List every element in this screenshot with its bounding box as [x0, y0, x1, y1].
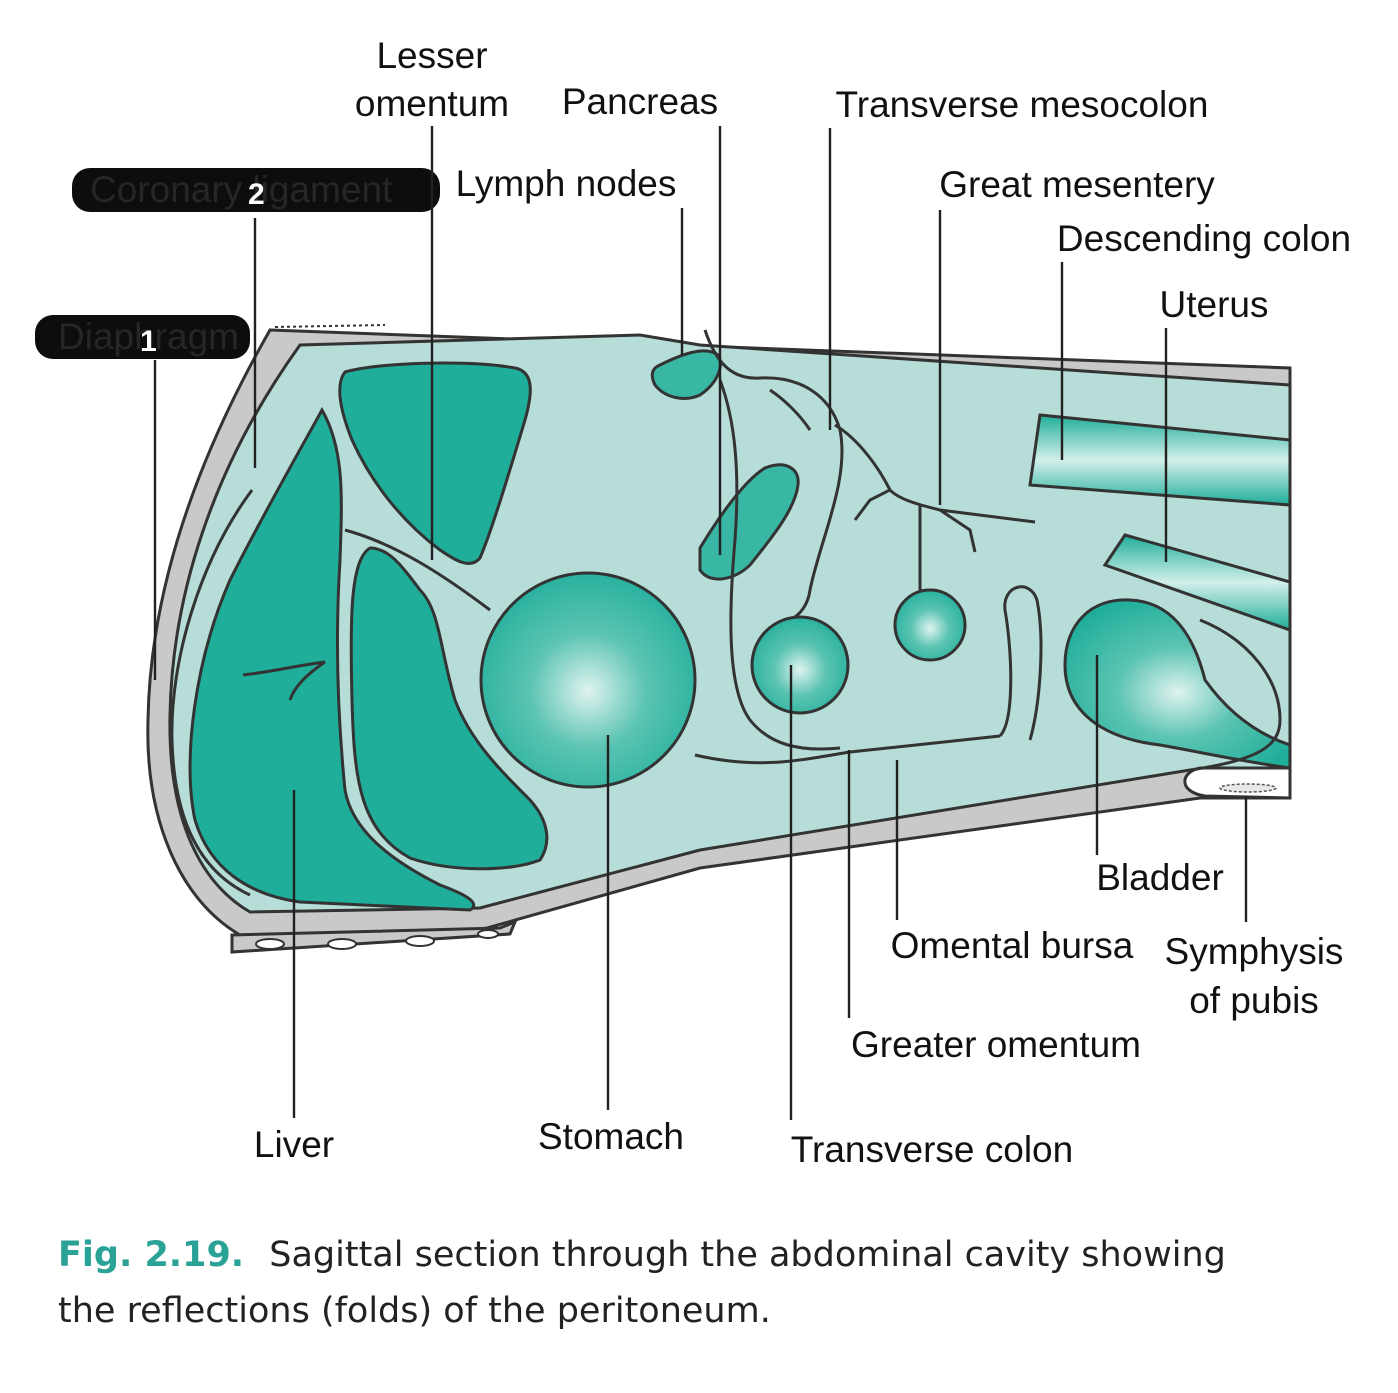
label-transverse-colon: Transverse colon	[791, 1129, 1073, 1170]
label-greater-omentum: Greater omentum	[851, 1024, 1141, 1065]
caption-figure-number: Fig. 2.19.	[58, 1235, 244, 1275]
label-symphysis-1: Symphysis	[1165, 931, 1344, 972]
transverse-colon-shape	[750, 615, 850, 715]
label-lymph-nodes: Lymph nodes	[456, 163, 677, 204]
label-pancreas: Pancreas	[562, 81, 718, 122]
caption-line-2: the reflections (folds) of the peritoneu…	[58, 1291, 771, 1331]
vessel-oval	[405, 935, 435, 947]
diaphragm-label-hidden: Diaphragm	[58, 316, 239, 357]
coronary-mark: 2	[248, 178, 265, 211]
bladder-shape	[1063, 598, 1292, 770]
small-intestine-shape	[893, 588, 967, 662]
anterior-wall-strip	[230, 919, 518, 954]
liver-lobe-2	[349, 546, 549, 871]
greater-omentum-fold	[718, 379, 841, 751]
diaphragm-fold	[170, 489, 254, 897]
coronary-label-hidden: Coronary ligament	[90, 169, 393, 210]
label-stomach: Stomach	[538, 1116, 684, 1157]
liver-shape	[188, 406, 476, 912]
label-omental-bursa: Omental bursa	[891, 925, 1134, 966]
vessel-oval	[255, 938, 285, 950]
vessel-oval	[477, 929, 499, 939]
diaphragm-mark: 1	[140, 325, 157, 358]
lymph-node-shape	[650, 349, 722, 400]
uterus-shape	[1102, 533, 1292, 633]
pubis-marrow	[1219, 783, 1277, 793]
upper-organ	[338, 361, 532, 565]
label-bladder: Bladder	[1096, 857, 1224, 898]
label-descending-colon: Descending colon	[1057, 218, 1351, 259]
label-great-mesentery: Great mesentery	[939, 164, 1215, 205]
descending-colon-shape	[1028, 413, 1292, 507]
vessel-oval	[327, 938, 357, 950]
mesocolon-fold	[703, 329, 1036, 622]
bladder-fold	[1189, 618, 1282, 772]
label-transverse-mesocolon: Transverse mesocolon	[836, 84, 1209, 125]
omental-bursa-fold	[998, 585, 1043, 741]
caption-text-1: Sagittal section through the abdominal c…	[269, 1235, 1226, 1275]
label-lesser-omentum-1: Lesser	[376, 35, 487, 76]
pubis-bone	[1183, 766, 1292, 800]
diaphragm-redaction	[35, 315, 250, 359]
label-lesser-omentum-2: omentum	[355, 83, 509, 124]
caption-line-1: Fig. 2.19. Sagittal section through the …	[58, 1235, 1226, 1275]
label-symphysis-2: of pubis	[1189, 980, 1319, 1021]
label-uterus: Uterus	[1160, 284, 1269, 325]
diaphragm-guide	[274, 324, 386, 328]
stomach-shape	[479, 571, 697, 789]
stomach-omentum-fold	[344, 528, 1001, 765]
liver-fissure	[242, 660, 326, 701]
coronary-redaction	[72, 168, 440, 212]
label-liver: Liver	[254, 1124, 334, 1165]
